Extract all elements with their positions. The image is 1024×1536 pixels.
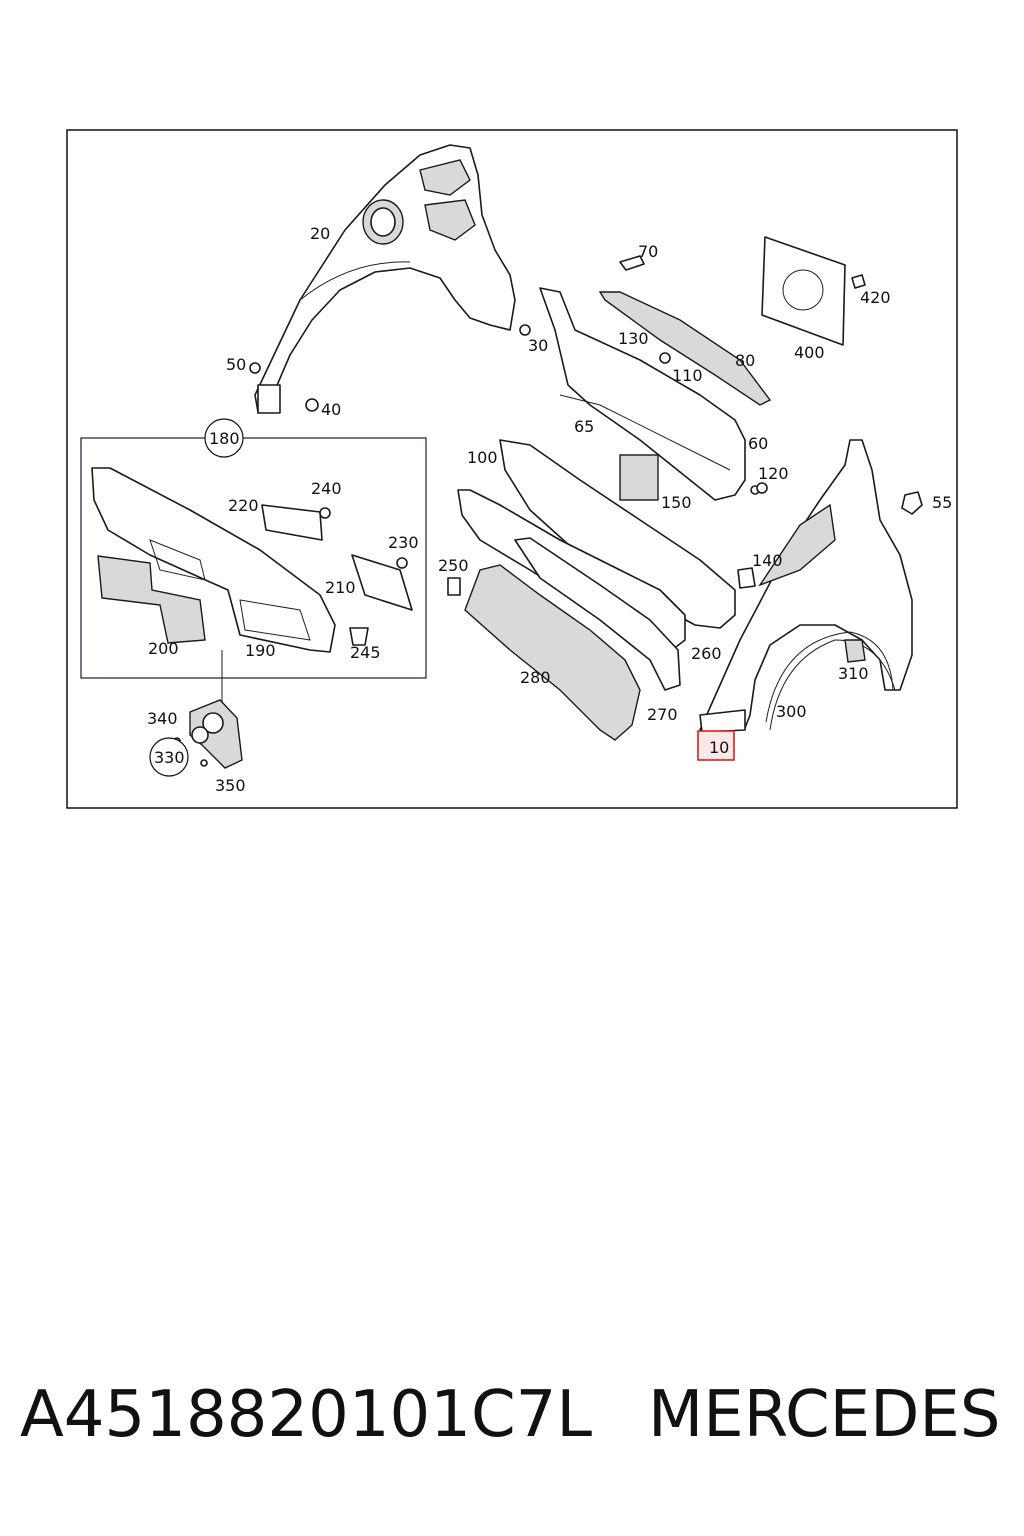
label-sticker-part [619,454,659,501]
bumper-upper-part [499,439,736,629]
label-100: 100 [467,448,498,467]
bolt-245-part [349,627,369,646]
plate-210-part [351,554,413,611]
label-220: 220 [228,496,259,515]
clip-70-part [619,255,645,271]
label-280: 280 [520,668,551,687]
label-40: 40 [321,400,341,419]
fender-rear-part [254,144,516,414]
caption: A4518820101C7L MERCEDES [20,1378,1010,1452]
label-245: 245 [350,643,381,662]
label-250: 250 [438,556,469,575]
bracket-220-part [261,504,323,541]
label-150: 150 [661,493,692,512]
label-140: 140 [752,551,783,570]
callout-330 [149,737,189,777]
cross-member-part [539,287,760,501]
clip-part [249,324,531,412]
label-50: 50 [226,355,246,374]
label-340: 340 [147,709,178,728]
bolt-420-part [851,274,866,289]
label-20: 20 [310,224,330,243]
clip-240-part [319,507,331,519]
screw-350-part [200,759,208,767]
label-30: 30 [528,336,548,355]
label-120: 120 [758,464,789,483]
bolt-250-part [447,577,461,596]
lower-grille-part [464,564,641,741]
clip-140-part [737,567,756,589]
subassembly-frame [80,437,427,679]
label-400: 400 [794,343,825,362]
label-190: 190 [245,641,276,660]
arch-liner-part [769,639,896,731]
clip-230-part [396,557,408,569]
brand-name: MERCEDES [648,1378,1001,1452]
plate-mount-part [761,236,846,346]
label-260: 260 [691,644,722,663]
label-70: 70 [638,242,658,261]
label-310: 310 [838,664,869,683]
label-200: 200 [148,639,179,658]
fender-front-part [699,439,913,733]
label-60: 60 [748,434,768,453]
diagram-frame [66,129,958,809]
label-300: 300 [776,702,807,721]
label-80: 80 [735,351,755,370]
trim-strip-part [514,537,681,691]
label-130: 130 [618,329,649,348]
label-240: 240 [311,479,342,498]
label-420: 420 [860,288,891,307]
label-65: 65 [574,417,594,436]
label-230: 230 [388,533,419,552]
label-330: 330 [154,748,185,767]
label-350: 350 [215,776,246,795]
label-10: 10 [709,738,729,757]
grille-strip-part [598,291,772,406]
bracket-310-part [844,639,866,663]
bolt-55-part [901,491,923,515]
label-110: 110 [672,366,703,385]
bolt-120-part [756,482,768,494]
label-55: 55 [932,493,952,512]
part-number: A4518820101C7L [20,1378,593,1452]
label-210: 210 [325,578,356,597]
label-180: 180 [209,429,240,448]
callout-180 [204,418,244,458]
highlight-box-10 [697,730,735,761]
label-270: 270 [647,705,678,724]
insert-200-part [97,555,206,644]
